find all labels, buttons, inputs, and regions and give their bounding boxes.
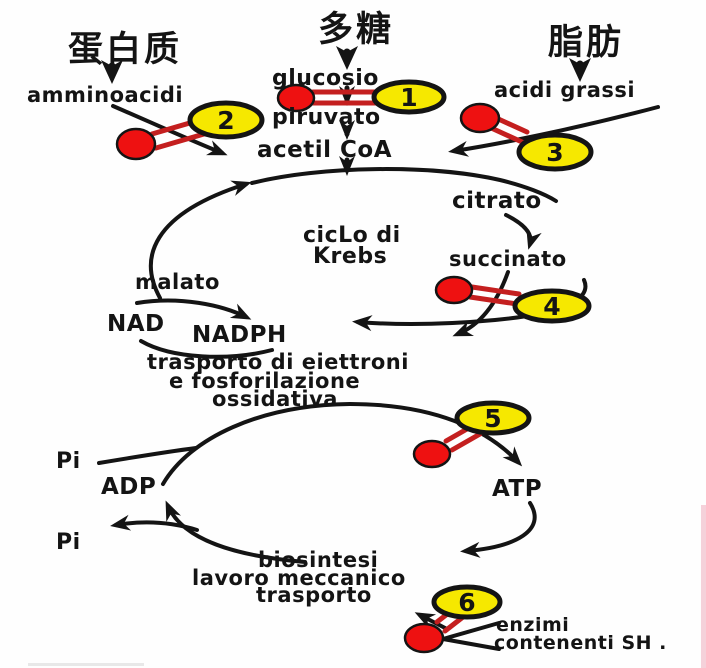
pi-input-line xyxy=(97,446,198,465)
inhibitor-2-yellow-ellipse xyxy=(187,100,265,140)
inhibitor-6-symbol: 6 xyxy=(403,584,503,654)
krebs-top-right-arc xyxy=(250,167,558,203)
label-polysaccharide-cn: 多糖 xyxy=(318,10,395,50)
atp-to-biosynthesis-arrow xyxy=(460,501,537,558)
inhibitor-1-symbol: 1 xyxy=(276,79,447,115)
label-mechanical-work: lavoro meccanico xyxy=(192,566,406,590)
label-citrate: citrato xyxy=(452,188,542,214)
label-transport-line2: e fosforilazione xyxy=(169,369,361,393)
label-acetyl-coa: acetil CoA xyxy=(257,137,393,163)
label-succinate: succinato xyxy=(449,247,567,271)
label-krebs-line1: cicLo di xyxy=(303,223,401,248)
label-enzymes-line1: enzimi xyxy=(496,614,570,636)
label-atp: ATP xyxy=(492,476,543,502)
label-transport-line3: ossidativa xyxy=(212,387,338,411)
label-amino-acids: amminoacidi xyxy=(27,83,184,107)
label-transport-word: trasporto xyxy=(256,583,372,607)
nad-loop-arc xyxy=(139,339,274,359)
inhibitor-3-number: 3 xyxy=(546,138,563,167)
fattyacids-to-acetyl-arrow xyxy=(448,105,660,157)
inhibitor-6-yellow-ellipse xyxy=(431,584,503,620)
label-transport-line1: trasporto di eiettroni xyxy=(147,350,409,374)
pi-release-arrow xyxy=(110,514,199,532)
label-nadph: NADPH xyxy=(192,322,287,348)
label-biosynthesis: biosintesi xyxy=(258,548,379,572)
succinate-exit-arrow xyxy=(452,270,510,337)
inhibitor-5-number: 5 xyxy=(484,404,501,433)
inhibitor-3-red-circle xyxy=(459,102,501,134)
label-malate: malato xyxy=(135,270,220,294)
inhibitor-2-number: 2 xyxy=(217,106,234,135)
label-pyruvate: piruvato xyxy=(272,105,381,130)
citrate-to-succinate-arrow xyxy=(504,213,542,250)
label-pi-bottom: Pi xyxy=(56,530,81,555)
inhibitor-4-red-circle xyxy=(434,275,474,305)
label-nad: NAD xyxy=(107,311,165,337)
biosynthesis-to-adp-arc xyxy=(165,500,307,564)
label-pi-top: Pi xyxy=(56,449,81,474)
inhibitor-4-number: 4 xyxy=(543,292,560,321)
inhibitor-5-symbol: 5 xyxy=(412,400,532,469)
krebs-left-arc xyxy=(148,180,252,300)
inhibitor-6-red-circle xyxy=(403,622,445,654)
inhibitor-2-red-circle xyxy=(115,127,157,161)
inhibitor-2-symbol: 2 xyxy=(115,100,265,161)
inhibitor-5-red-circle xyxy=(412,439,452,469)
inhibitor-1-red-circle xyxy=(276,83,316,113)
inhibitor-4-symbol: 4 xyxy=(434,275,592,324)
label-krebs-line2: Krebs xyxy=(313,244,388,269)
right-edge-pink-strip xyxy=(701,505,706,668)
label-fat-cn: 脂肪 xyxy=(548,23,625,63)
inhibitor-4-yellow-ellipse xyxy=(512,288,592,324)
inhibitor-3-symbol: 3 xyxy=(459,102,594,172)
inhibitor-3-yellow-ellipse xyxy=(516,132,594,172)
label-glucose: glucosio xyxy=(272,66,379,91)
inhibitor-1-yellow-ellipse xyxy=(371,79,447,115)
label-enzymes-line2: contenenti SH . xyxy=(494,632,667,654)
label-fatty-acids: acidi grassi xyxy=(494,78,636,102)
label-protein-cn: 蛋白质 xyxy=(68,30,183,70)
bottom-edge-grey-line xyxy=(28,663,144,666)
inhibitor-5-yellow-ellipse xyxy=(454,400,532,436)
malate-to-nadph-arrow xyxy=(135,298,252,320)
inhibitor6-action-arrow xyxy=(414,612,449,631)
inhibitor-1-number: 1 xyxy=(400,83,417,112)
inhibitor-6-number: 6 xyxy=(458,588,475,617)
label-adp: ADP xyxy=(101,474,157,500)
